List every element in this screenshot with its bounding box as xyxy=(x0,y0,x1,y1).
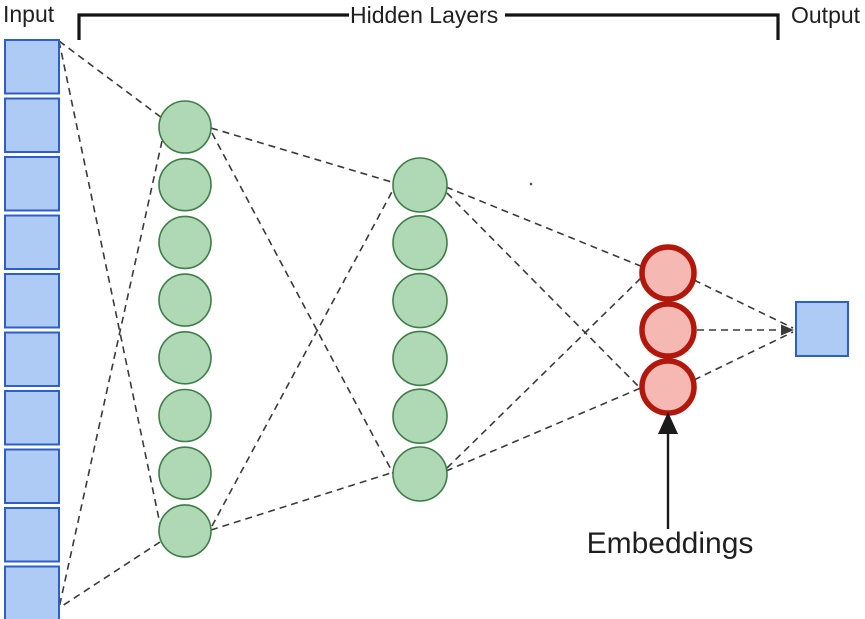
input-label: Input xyxy=(3,1,55,27)
hidden1-node xyxy=(158,446,212,501)
connector-line xyxy=(446,275,644,469)
hidden2-node xyxy=(392,157,448,213)
connector-line xyxy=(58,40,163,119)
embedding-node xyxy=(639,244,697,302)
hidden-layers-bracket xyxy=(77,13,780,40)
connector-line xyxy=(211,132,395,476)
hidden2-node xyxy=(392,388,448,445)
connector-line xyxy=(446,192,644,392)
connector-line xyxy=(445,386,644,472)
connector-arrowhead-icon xyxy=(781,324,794,336)
hidden1-node xyxy=(158,100,212,154)
connector-line xyxy=(210,471,395,531)
input-node xyxy=(4,214,60,270)
hidden1-node xyxy=(158,273,212,327)
input-node xyxy=(4,331,60,387)
hidden2-node xyxy=(392,272,448,329)
output-node xyxy=(795,301,849,357)
connector-line xyxy=(693,331,794,381)
connector-line xyxy=(693,279,794,329)
input-node xyxy=(4,97,60,153)
input-node xyxy=(4,156,60,212)
connector-line xyxy=(58,40,161,525)
embeddings-label: Embeddings xyxy=(586,527,754,560)
connector-line xyxy=(210,127,396,184)
hidden1-node xyxy=(158,504,212,558)
embedding-node xyxy=(639,301,697,359)
embeddings-arrowhead-icon xyxy=(658,412,678,434)
hidden2-node xyxy=(392,215,448,271)
hidden1-node xyxy=(158,157,212,212)
connector-line xyxy=(211,187,395,527)
connector-line xyxy=(58,541,161,609)
input-node xyxy=(4,273,60,329)
hidden1-node xyxy=(158,330,212,385)
input-node xyxy=(4,39,60,95)
input-node xyxy=(4,390,60,446)
output-label: Output xyxy=(791,2,861,28)
connector-line xyxy=(58,140,163,609)
input-node xyxy=(4,565,60,619)
connector-line xyxy=(445,186,644,268)
hidden-layers-label: Hidden Layers xyxy=(350,2,499,28)
input-node xyxy=(4,507,60,563)
stray-dot xyxy=(529,182,533,186)
input-node xyxy=(4,448,60,504)
embedding-node xyxy=(639,358,697,416)
hidden1-node xyxy=(158,388,212,443)
hidden2-node xyxy=(392,330,448,387)
hidden2-node xyxy=(392,446,448,502)
hidden1-node xyxy=(158,215,212,270)
